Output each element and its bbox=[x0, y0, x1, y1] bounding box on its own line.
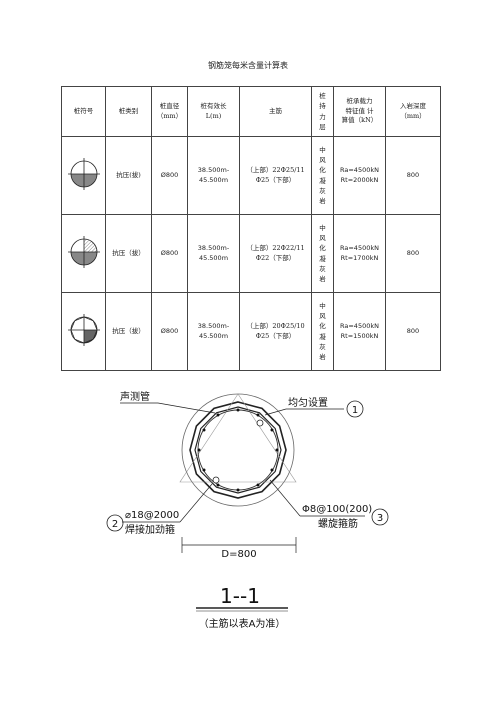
bearing-layer-cell: 中风化凝灰岩 bbox=[311, 136, 334, 215]
bearing-layer-text: 中风化凝灰岩 bbox=[319, 146, 326, 205]
table-row: 抗压（拔） Ø800 38.500m- 45.500m （上部）22Φ22/11… bbox=[61, 214, 441, 293]
callout-number-1: 1 bbox=[352, 405, 358, 416]
label-stiffener-desc: 焊接加劲箍 bbox=[125, 523, 175, 536]
pile-type-cell: 抗压(拔) bbox=[105, 136, 152, 215]
header-pile-type: 桩类别 bbox=[105, 86, 152, 137]
diameter-cell: Ø800 bbox=[151, 136, 188, 215]
length-cell: 38.500m- 45.500m bbox=[187, 136, 240, 215]
callout-number-2: 2 bbox=[112, 519, 118, 530]
capacity-cell: Ra=4500kN Rt=2000kN bbox=[333, 136, 386, 215]
pile-symbol-cell bbox=[61, 292, 106, 371]
stiffener-circle bbox=[197, 409, 279, 491]
dimension-label: D=800 bbox=[221, 549, 256, 560]
diameter-cell: Ø800 bbox=[151, 214, 188, 293]
rock-depth-cell: 800 bbox=[385, 136, 441, 215]
main-rebar-cell: （上部）22Φ25/11 Φ25（下部） bbox=[239, 136, 312, 215]
label-uniform: 均匀设置 bbox=[288, 397, 328, 409]
triangle-outline bbox=[179, 393, 297, 483]
page-title: 钢筋笼每米含量计算表 bbox=[208, 61, 288, 70]
pile-table: 桩符号 桩类别 桩直径 （mm） 桩有效长 L(m) 主筋 桩持力层 桩承载力 … bbox=[61, 86, 441, 371]
capacity-cell: Ra=4500kN Rt=1500kN bbox=[333, 292, 386, 371]
header-capacity: 桩承载力 特征值 计 算值（kN） bbox=[333, 86, 386, 137]
table-row: 抗压（拔） Ø800 38.500m- 45.500m （上部）20Φ25/10… bbox=[61, 292, 441, 371]
header-pile-symbol: 桩符号 bbox=[61, 86, 106, 137]
pile-symbol-cell bbox=[61, 136, 106, 215]
stiffener-ring-inner bbox=[194, 406, 282, 494]
label-spiral: Φ8@100(200) bbox=[302, 504, 372, 515]
bearing-layer-text: 中风化凝灰岩 bbox=[319, 224, 326, 283]
label-spiral-desc: 螺旋箍筋 bbox=[318, 517, 358, 530]
callout-number-3: 3 bbox=[377, 513, 383, 524]
capacity-cell: Ra=4500kN Rt=1700kN bbox=[333, 214, 386, 293]
header-pile-diameter: 桩直径 （mm） bbox=[151, 86, 188, 137]
header-rock-depth: 入岩深度 （mm） bbox=[385, 86, 441, 137]
header-bearing-layer-text: 桩持力层 bbox=[319, 91, 326, 131]
pile-symbol-icon bbox=[67, 313, 100, 346]
pile-symbol-icon bbox=[67, 235, 100, 268]
main-rebar-dots bbox=[197, 408, 279, 492]
label-stiffener: ⌀18@2000 bbox=[125, 510, 179, 521]
header-effective-length: 桩有效长 L(m) bbox=[187, 86, 240, 137]
pile-type-cell: 抗压（拔） bbox=[105, 292, 152, 371]
sounding-tube-icon bbox=[256, 419, 264, 427]
main-rebar-cell: （上部）22Φ22/11 Φ22（下部） bbox=[239, 214, 312, 293]
rebar-cage-section-drawing: 声测管 均匀设置 1 ⌀18@2000 焊接加劲箍 2 Φ8@100(200) … bbox=[106, 390, 389, 630]
bearing-layer-cell: 中风化凝灰岩 bbox=[311, 214, 334, 293]
label-sounding-tube: 声测管 bbox=[120, 390, 150, 403]
sounding-tube-icon bbox=[212, 476, 220, 484]
main-rebar-cell: （上部）20Φ25/10 Φ25（下部） bbox=[239, 292, 312, 371]
rock-depth-cell: 800 bbox=[385, 214, 441, 293]
section-note: （主筋以表A为准） bbox=[199, 617, 286, 630]
header-bearing-layer: 桩持力层 bbox=[311, 86, 334, 137]
length-cell: 38.500m- 45.500m bbox=[187, 292, 240, 371]
pile-symbol-icon bbox=[67, 157, 100, 190]
pile-symbol-cell bbox=[61, 214, 106, 293]
table-row: 抗压(拔) Ø800 38.500m- 45.500m （上部）22Φ25/11… bbox=[61, 136, 441, 215]
pile-type-cell: 抗压（拔） bbox=[105, 214, 152, 293]
diameter-cell: Ø800 bbox=[151, 292, 188, 371]
section-mark: 1--1 bbox=[220, 584, 260, 608]
table-header-row: 桩符号 桩类别 桩直径 （mm） 桩有效长 L(m) 主筋 桩持力层 桩承载力 … bbox=[61, 86, 441, 137]
header-main-rebar: 主筋 bbox=[239, 86, 312, 137]
bearing-layer-text: 中风化凝灰岩 bbox=[319, 302, 326, 361]
bearing-layer-cell: 中风化凝灰岩 bbox=[311, 292, 334, 371]
length-cell: 38.500m- 45.500m bbox=[187, 214, 240, 293]
stiffener-ring-outer bbox=[189, 401, 287, 499]
rock-depth-cell: 800 bbox=[385, 292, 441, 371]
